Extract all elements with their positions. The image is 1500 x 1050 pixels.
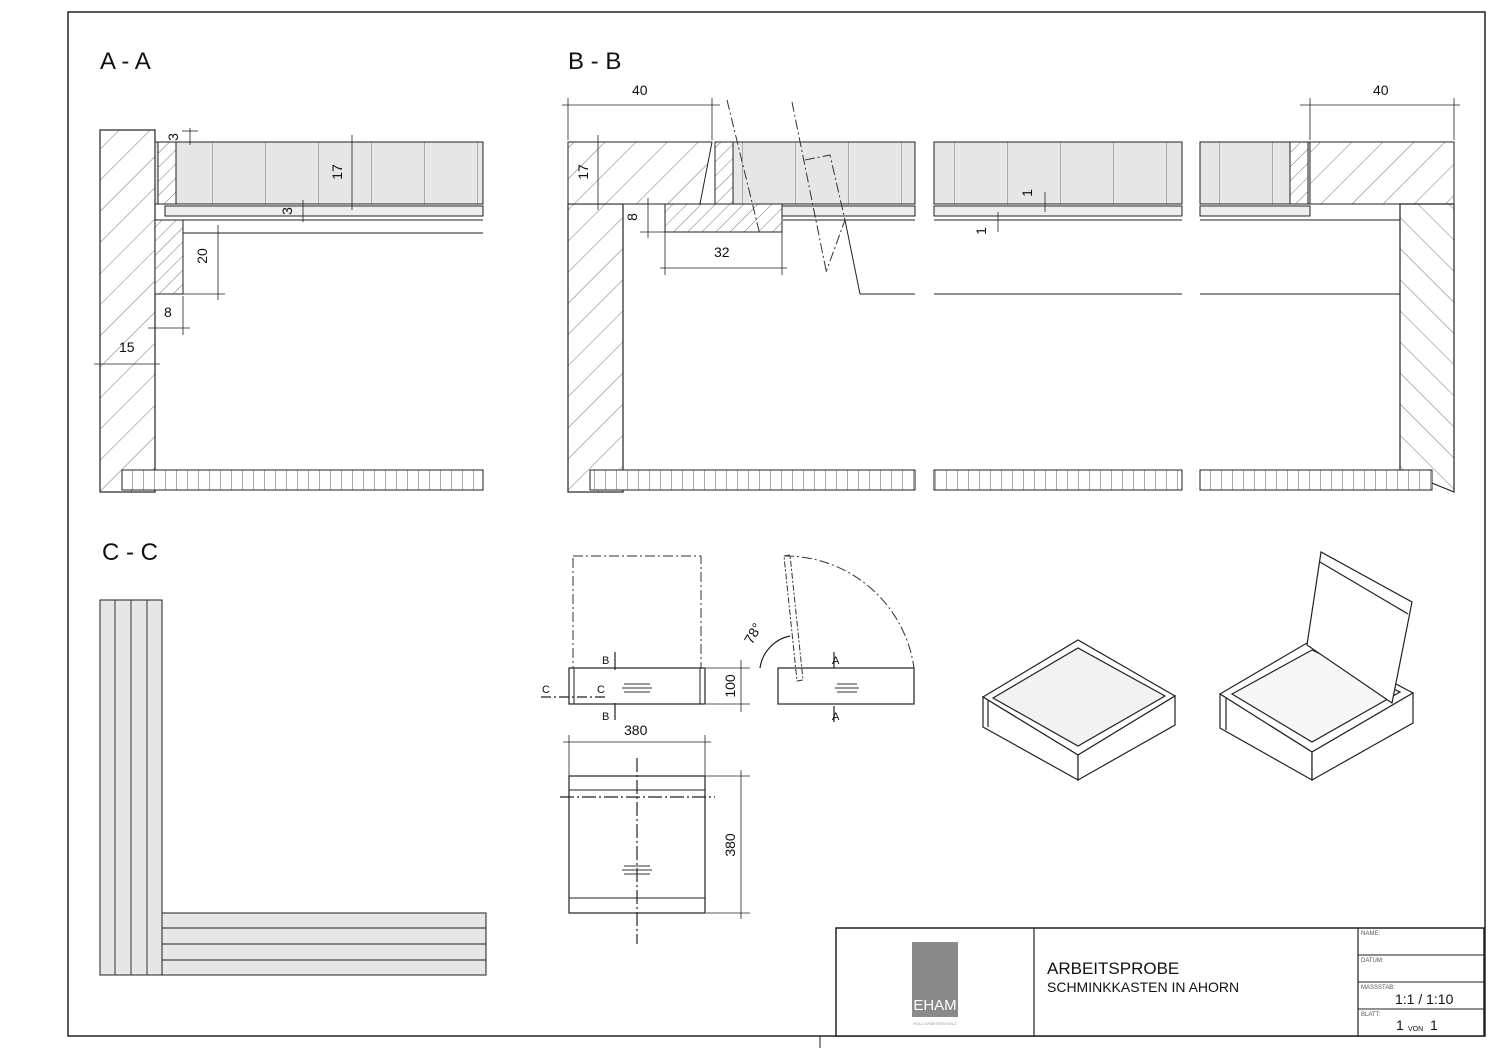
aa-dim-17: 17: [329, 164, 345, 180]
section-cc-title: C - C: [102, 539, 158, 566]
section-bb-title: B - B: [568, 48, 621, 75]
bb-dim-17: 17: [575, 164, 591, 180]
overview-views: B B C C A A 100 78° 3: [541, 551, 1415, 944]
aa-dim-20: 20: [194, 248, 210, 264]
bb-dim-8: 8: [624, 213, 640, 221]
bb-dim-40-right: 40: [1373, 82, 1389, 98]
company-logo-text: EHAM: [913, 997, 956, 1014]
bb-dim-40-left: 40: [632, 82, 648, 98]
bb-left-wall: [567, 203, 624, 493]
company-logo-subtext: HOLZ ARBEITEN HOLZ: [913, 1021, 957, 1026]
side-view-box: [777, 667, 915, 705]
aa-rabbet: [154, 219, 184, 295]
front-view-box: [568, 667, 706, 705]
aa-dim-8: 8: [164, 304, 172, 320]
bb-right-wall: [1399, 203, 1455, 493]
bb-lid-panel-2: [933, 141, 1183, 205]
dim-depth-380: 380: [722, 833, 738, 857]
value-blatt: 1: [1396, 1017, 1404, 1033]
marker-b-bottom: B: [602, 711, 609, 723]
bb-lid-strip-left: [714, 141, 734, 205]
bb-lid-edge-right: [1289, 141, 1309, 205]
section-cc: C - C: [99, 539, 487, 976]
bb-bottom-2: [933, 469, 1183, 491]
aa-lid-strip: [164, 205, 484, 217]
iso-box-closed: [981, 639, 1177, 782]
label-massstab: MASSSTAB:: [1361, 985, 1395, 991]
aa-dim-15: 15: [119, 339, 135, 355]
iso-box-open: [1218, 551, 1415, 782]
label-datum: DATUM:: [1361, 958, 1384, 964]
marker-c-left: C: [542, 684, 550, 696]
label-von: VON: [1408, 1026, 1423, 1033]
aa-side-wall: [99, 129, 156, 493]
section-aa: A - A 3 17 3 20 8 15: [94, 48, 484, 493]
aa-lid-panel: [154, 141, 484, 205]
bb-dim-32: 32: [714, 244, 730, 260]
title-block: EHAM HOLZ ARBEITEN HOLZ ARBEITSPROBE SCH…: [819, 927, 1485, 1048]
sheet-border: [67, 11, 1486, 1037]
drawing-subtitle: SCHMINKKASTEN IN AHORN: [1047, 979, 1239, 995]
side-view-lid-open: [783, 554, 804, 682]
company-logo: [912, 942, 958, 1017]
aa-dim-3a: 3: [165, 133, 181, 141]
bb-dim-1b: 1: [973, 227, 989, 235]
dim-width-380: 380: [624, 722, 648, 738]
side-view-swing-arc: [783, 555, 915, 669]
section-bb: B - B: [562, 48, 1460, 493]
label-name: NAME:: [1361, 931, 1380, 937]
section-aa-title: A - A: [100, 48, 151, 75]
value-massstab: 1:1 / 1:10: [1395, 991, 1454, 1007]
bb-bottom-1: [589, 469, 916, 491]
marker-b-top: B: [602, 655, 609, 667]
angle-arc: [759, 635, 791, 669]
label-blatt: BLATT:: [1361, 1012, 1381, 1018]
aa-bottom-panel: [121, 469, 484, 491]
bb-lid-back: [1309, 141, 1455, 205]
bb-bottom-3: [1199, 469, 1433, 491]
marker-c-right: C: [597, 684, 605, 696]
dim-angle-78: 78°: [741, 620, 765, 646]
bb-dim-1a: 1: [1019, 189, 1035, 197]
dim-height-100: 100: [722, 674, 738, 698]
marker-a-top: A: [832, 655, 840, 667]
aa-dim-3b: 3: [279, 207, 295, 215]
aa-lid-edge: [157, 141, 177, 205]
value-von: 1: [1430, 1017, 1438, 1033]
bb-lid-panel-1: [732, 141, 916, 205]
bb-front-lip: [664, 203, 783, 233]
front-view-lid-open: [572, 555, 702, 669]
drawing-title: ARBEITSPROBE: [1047, 959, 1179, 978]
marker-a-bottom: A: [832, 711, 840, 723]
